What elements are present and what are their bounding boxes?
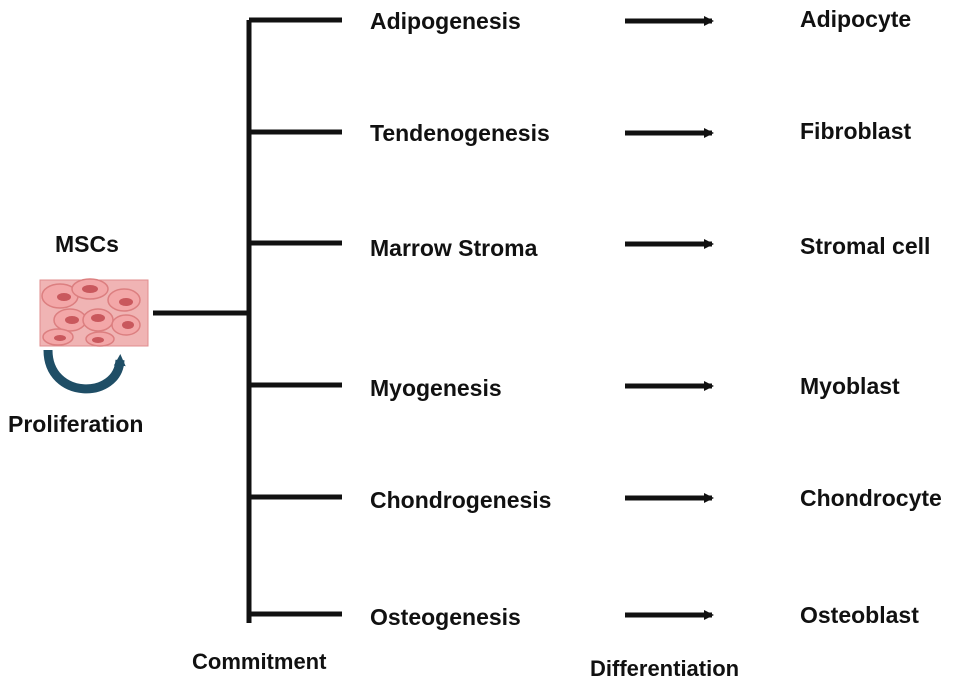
process-label: Chondrogenesis [370, 487, 552, 513]
differentiation-label: Differentiation [590, 656, 740, 681]
differentiation-arrows [625, 16, 714, 620]
proliferation-arrow [43, 349, 126, 394]
process-label: Osteogenesis [370, 604, 521, 630]
branch-lines [249, 17, 342, 617]
proliferation-label: Proliferation [8, 411, 144, 437]
cell-type-label: Chondrocyte [800, 485, 942, 511]
cell-type-label: Myoblast [800, 373, 900, 399]
msc-cells-illustration [39, 278, 149, 347]
process-label: Tendenogenesis [370, 120, 550, 146]
process-label: Adipogenesis [370, 8, 521, 34]
cell-type-label: Stromal cell [800, 233, 931, 259]
cell-type-label: Osteoblast [800, 602, 919, 628]
process-label: Marrow Stroma [370, 235, 538, 261]
process-label: Myogenesis [370, 375, 502, 401]
cell-type-label: Adipocyte [800, 6, 912, 32]
commitment-label: Commitment [192, 649, 327, 674]
cell-type-label: Fibroblast [800, 118, 912, 144]
msc-label: MSCs [55, 231, 119, 257]
